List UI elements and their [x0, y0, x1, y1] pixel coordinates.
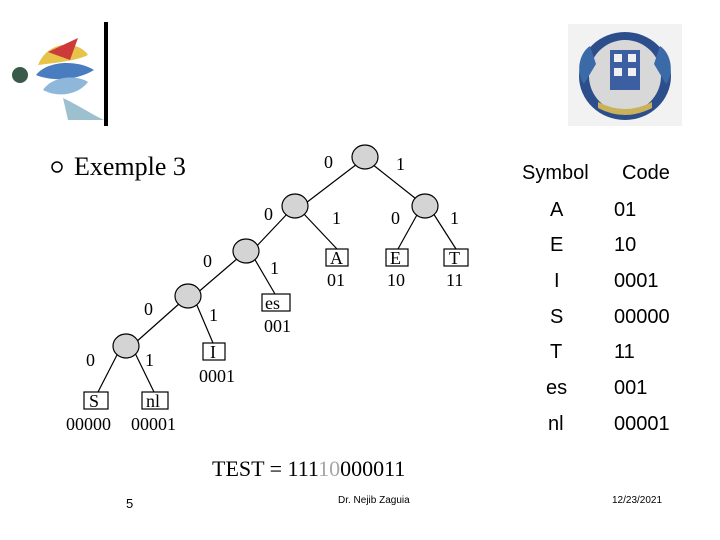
- edge-label: 1: [209, 305, 218, 325]
- left-logo-icon: [12, 22, 108, 126]
- table-row-code: 00001: [614, 413, 670, 435]
- edge-label: 1: [145, 350, 154, 370]
- table-row-code: 10: [614, 234, 637, 256]
- tree-leaf-boxes: [83, 248, 469, 410]
- table-row-code: 01: [614, 199, 637, 221]
- test-prefix: TEST = 111: [212, 456, 319, 481]
- edge-label: 1: [270, 258, 279, 278]
- table-row-symbol: T: [550, 341, 563, 363]
- crest-logo-icon: [568, 24, 682, 126]
- edge-label: 0: [391, 208, 400, 228]
- leaf-box: [202, 342, 226, 361]
- leaf-code: 00000: [66, 414, 111, 434]
- leaf-code: 01: [327, 270, 345, 290]
- test-suffix: 000011: [340, 456, 406, 481]
- table-header-symbol: Symbol: [522, 162, 589, 184]
- test-encoding: TEST = 11110000011: [212, 456, 405, 482]
- table-row-code: 0001: [614, 270, 659, 292]
- table-row-symbol: E: [550, 234, 564, 256]
- edge-n2-right: [432, 212, 457, 250]
- tree-node: [112, 333, 140, 359]
- test-highlight: 10: [318, 456, 341, 481]
- table-row-code: 11: [614, 341, 635, 363]
- table-row-symbol: es: [546, 377, 568, 399]
- edge-n5-right: [134, 352, 155, 393]
- leaf-code: 001: [264, 316, 291, 336]
- edge-label: 0: [86, 350, 95, 370]
- tree-edges: [97, 163, 457, 393]
- edge-label: 0: [144, 299, 153, 319]
- leaf-symbol: E: [390, 248, 401, 268]
- edge-n3-right: [253, 257, 276, 295]
- edge-n1-left: [253, 212, 289, 250]
- page-number: 5: [126, 496, 134, 511]
- tree-node: [174, 283, 202, 309]
- edge-n4-left: [134, 302, 181, 344]
- footer-date: 12/23/2021: [612, 495, 663, 506]
- tree-internal-nodes: [112, 144, 439, 359]
- tree-node: [281, 193, 309, 219]
- edge-label: 1: [450, 208, 459, 228]
- footer-author: Dr. Nejib Zaguia: [338, 495, 410, 506]
- tree-node: [411, 193, 439, 219]
- table-row-symbol: A: [550, 199, 564, 221]
- tree-node: [232, 238, 260, 264]
- table-row-symbol: I: [554, 270, 560, 292]
- leaf-box: [325, 248, 349, 267]
- table-row-symbol: nl: [548, 413, 564, 435]
- ring-bullet-icon: [51, 161, 63, 173]
- leaf-box: [443, 248, 469, 267]
- leaf-code: 10: [387, 270, 405, 290]
- leaf-symbol: S: [89, 391, 99, 411]
- leaf-code: 0001: [199, 366, 235, 386]
- leaf-code: 11: [446, 270, 463, 290]
- slide-title: Exemple 3: [74, 152, 186, 181]
- table-row-code: 00000: [614, 306, 670, 328]
- edge-label: 0: [324, 152, 333, 172]
- tree-edge-labels: 0 1 0 1 0 1 0 1 0 1 0 1: [86, 152, 459, 370]
- edge-root-left: [301, 163, 358, 207]
- table-row-symbol: S: [550, 306, 564, 328]
- table-header-code: Code: [622, 162, 670, 184]
- leaf-symbol: es: [265, 293, 280, 313]
- tree-node-root: [351, 144, 379, 170]
- leaf-box: [83, 391, 109, 410]
- leaf-symbol: T: [449, 248, 460, 268]
- tree-leaf-labels: A 01 E 10 T 11 es 001 I 0001 S 00000 nl …: [66, 248, 463, 434]
- edge-label: 0: [203, 251, 212, 271]
- leaf-symbol: I: [210, 342, 216, 362]
- edge-label: 1: [332, 208, 341, 228]
- edge-label: 1: [396, 154, 405, 174]
- edge-n3-left: [195, 257, 239, 295]
- leaf-code: 00001: [131, 414, 176, 434]
- leaf-box: [261, 293, 291, 312]
- leaf-box: [385, 248, 409, 267]
- edge-n5-left: [97, 352, 119, 393]
- edge-n4-right: [195, 302, 214, 344]
- edge-n1-right: [302, 212, 338, 250]
- leaf-symbol: A: [330, 248, 343, 268]
- leaf-symbol: nl: [146, 391, 160, 411]
- leaf-box: [141, 391, 169, 410]
- edge-label: 0: [264, 204, 273, 224]
- table-row-code: 001: [614, 377, 648, 399]
- edge-n2-left: [397, 212, 419, 250]
